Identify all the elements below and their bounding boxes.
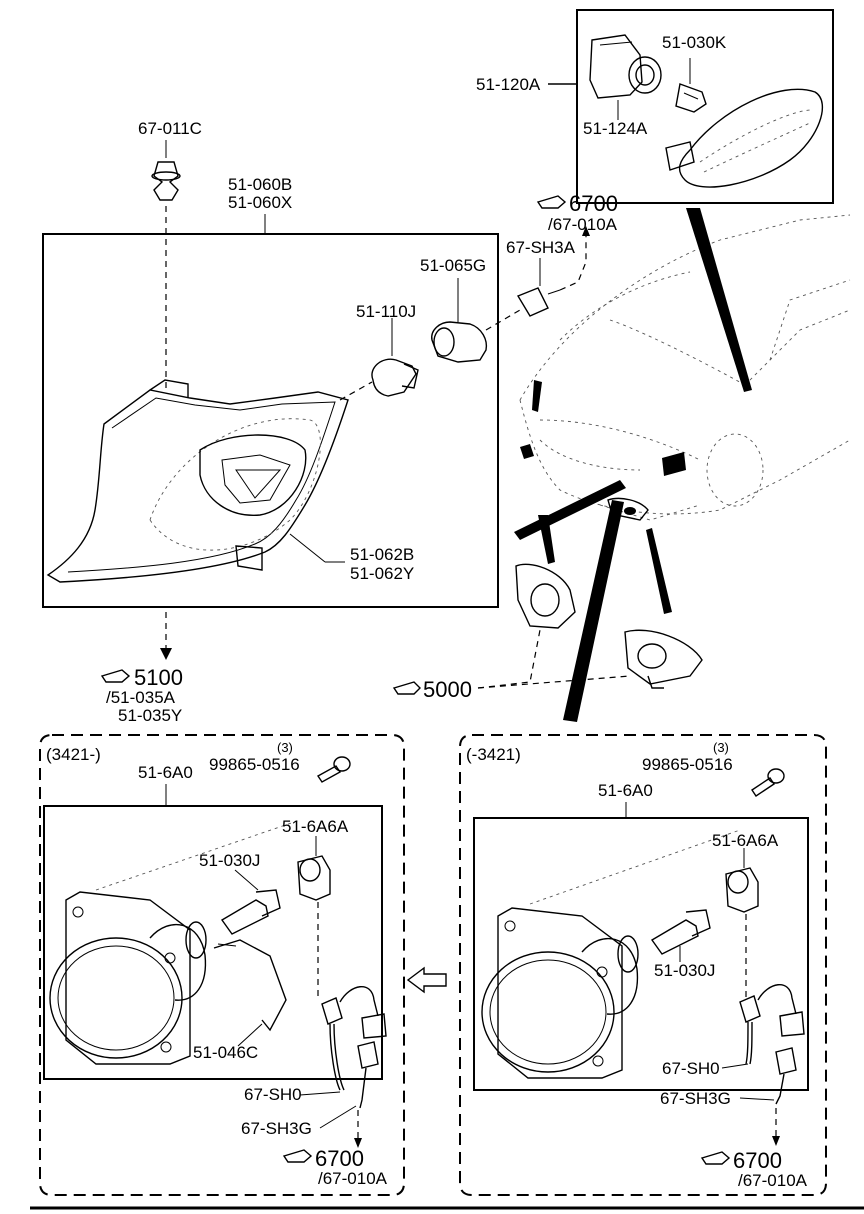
label-51-030J-right: 51-030J [654,961,715,980]
label-67-SH3G-right: 67-SH3G [660,1089,731,1108]
label-6700-left: 6700 [315,1146,364,1171]
socket-51-065G: 51-065G [420,256,488,363]
label-51-046C: 51-046C [193,1043,258,1062]
label-51-035A: /51-035A [106,688,176,707]
label-screw-left: 99865-0516 [209,755,300,774]
bulb-51-110J: 51-110J [356,302,419,397]
bulb-51-030J-right: 51-030J [650,909,715,980]
label-51-062B: 51-062B [350,545,414,564]
label-51-030J-left: 51-030J [199,851,260,870]
label-5100: 5100 [134,665,183,690]
reference-5000: 5000 [392,629,631,702]
screw-right [751,768,785,797]
label-67-SH3G-left: 67-SH3G [241,1119,312,1138]
label-51-110J: 51-110J [356,302,416,321]
screw-left [316,756,351,783]
socket-51-6A6A-left: 51-6A6A [282,817,349,901]
harness-67-SH0-left: 67-SH0 [244,986,387,1104]
car-front-illustration [514,208,851,722]
label-67-010A-right: /67-010A [738,1171,808,1190]
wedge-bulb [675,83,707,113]
label-67-SH0-left: 67-SH0 [244,1085,302,1104]
pointing-hand-icon [100,669,131,683]
connector-67-SH3A: 67-SH3A [506,226,590,317]
hollow-arrow-icon [406,966,447,994]
label-51-065G: 51-065G [420,256,486,275]
pointing-hand-icon [700,1151,731,1165]
label-67-010A-top: /67-010A [548,215,618,234]
fog-lamp-body-left [49,891,207,1065]
range-right: (-3421) [466,745,521,764]
left-fog-lamp-panel: (3421-) (3) 99865-0516 51-6A0 51-030J [39,734,405,1196]
side-marker-inset: 51-030K 51-124A [576,9,834,204]
screw-qty-left: (3) [277,740,293,755]
label-51-060B: 51-060B [228,175,292,194]
side-marker-lens [665,88,824,188]
label-6700-right: 6700 [733,1148,782,1173]
pointing-hand-icon [536,195,567,209]
label-67-011C: 67-011C [138,119,202,138]
clip-67-011C: 67-011C [138,119,202,201]
pointer-fog-lamp [563,500,624,722]
pointing-hand-icon [392,681,421,695]
side-marker-socket [589,34,662,99]
reference-6700-top: 6700 /67-010A [536,191,618,234]
label-51-030K: 51-030K [662,33,727,52]
label-51-6A0-left: 51-6A0 [138,763,193,782]
label-51-124A: 51-124A [583,119,648,138]
label-51-060X: 51-060X [228,193,292,212]
label-51-6A6A-left: 51-6A6A [282,817,349,836]
fog-lamp-body-right [481,907,639,1079]
pointer-to-side-marker [686,208,752,392]
spring-51-046C: 51-046C [193,939,287,1062]
pointing-hand-icon [282,1149,313,1163]
connector-67-SH3G-left: 67-SH3G [241,1041,379,1148]
label-51-6A0-right: 51-6A0 [598,781,653,800]
label-51-6A6A-right: 51-6A6A [712,831,779,850]
right-fog-lamp-panel: (-3421) (3) 99865-0516 51-6A0 51-030J [459,734,827,1196]
label-screw-right: 99865-0516 [642,755,733,774]
harness-67-SH0-right: 67-SH0 [662,984,805,1078]
label-51-120A: 51-120A [476,75,541,94]
socket-51-6A6A-right: 51-6A6A [712,831,779,913]
label-51-062Y: 51-062Y [350,564,414,583]
front-combination-lamp-box: 51-062B 51-062Y 51-110J 51-065G [42,233,521,608]
reference-5100: 5100 /51-035A 51-035Y [100,665,183,725]
label-5000: 5000 [423,677,472,702]
label-67-010A-left: /67-010A [318,1169,388,1188]
connector-67-SH3G-right: 67-SH3G [660,1047,797,1146]
label-67-SH0-right: 67-SH0 [662,1059,720,1078]
label-67-SH3A: 67-SH3A [506,238,576,257]
range-left: (3421-) [46,745,101,764]
screw-qty-right: (3) [713,740,729,755]
label-6700-top: 6700 [569,191,618,216]
bulb-51-030J-left: 51-030J [199,851,281,935]
label-51-035Y: 51-035Y [118,706,182,725]
combination-lamp-lens [46,389,349,583]
